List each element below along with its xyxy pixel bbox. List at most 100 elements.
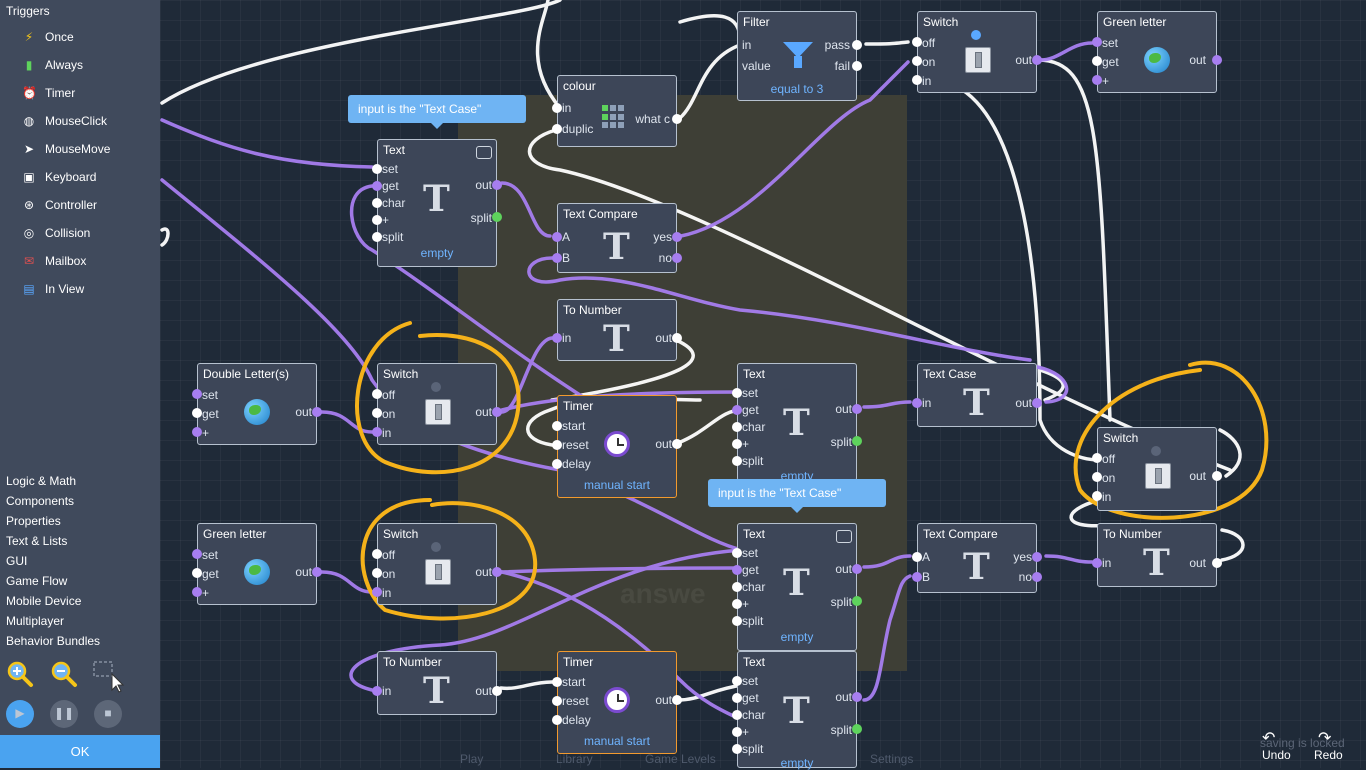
port-on[interactable] bbox=[372, 408, 382, 418]
to-number-node-right[interactable]: To Number in out T bbox=[1092, 523, 1222, 587]
library-tab[interactable]: Library bbox=[556, 752, 593, 766]
port-pass[interactable] bbox=[852, 40, 862, 50]
port-on[interactable] bbox=[912, 56, 922, 66]
port-plus[interactable] bbox=[192, 587, 202, 597]
port-split[interactable] bbox=[852, 436, 862, 446]
selection-tool-icon[interactable] bbox=[92, 660, 125, 693]
redo-button[interactable]: Redo bbox=[1314, 748, 1343, 762]
text-node-4[interactable]: Text set get char + split out split T em… bbox=[732, 651, 862, 770]
port-set[interactable] bbox=[192, 389, 202, 399]
port-set[interactable] bbox=[732, 548, 742, 558]
timer-mode[interactable]: manual start bbox=[583, 478, 651, 492]
port-get[interactable] bbox=[192, 568, 202, 578]
port-off[interactable] bbox=[1092, 453, 1102, 463]
port-a[interactable] bbox=[552, 232, 562, 242]
switch-node-1[interactable]: Switch off on in out bbox=[372, 363, 502, 445]
switch-node-top[interactable]: Switch off on in out bbox=[912, 11, 1042, 93]
text-compare-node-2[interactable]: Text Compare A B yes no T bbox=[912, 523, 1042, 593]
settings-tab[interactable]: Settings bbox=[870, 752, 914, 766]
filter-condition[interactable]: equal to 3 bbox=[770, 82, 824, 96]
port-yes[interactable] bbox=[672, 232, 682, 242]
port-plus[interactable] bbox=[1092, 75, 1102, 85]
switch-toggle-icon[interactable] bbox=[425, 399, 451, 425]
port-split[interactable] bbox=[492, 212, 502, 222]
trigger-controller[interactable]: ⊛Controller bbox=[22, 195, 97, 215]
port-plus[interactable] bbox=[732, 439, 742, 449]
play-tab[interactable]: Play bbox=[460, 752, 484, 766]
port-set[interactable] bbox=[192, 549, 202, 559]
port-out[interactable] bbox=[1032, 55, 1042, 65]
port-in[interactable] bbox=[372, 686, 382, 696]
switch-node-right[interactable]: Switch off on in out bbox=[1092, 427, 1222, 511]
text-compare-node-1[interactable]: Text Compare A B yes no T bbox=[552, 203, 682, 273]
port-out[interactable] bbox=[852, 404, 862, 414]
stop-button[interactable]: ■ bbox=[94, 700, 122, 728]
trigger-mousemove[interactable]: ➤MouseMove bbox=[22, 139, 110, 159]
port-off[interactable] bbox=[372, 389, 382, 399]
port-get[interactable] bbox=[192, 408, 202, 418]
category-behavior-bundles[interactable]: Behavior Bundles bbox=[6, 634, 101, 648]
port-char[interactable] bbox=[732, 582, 742, 592]
switch-node-2[interactable]: Switch off on in out bbox=[372, 523, 502, 605]
to-number-node-2[interactable]: To Number in out T bbox=[372, 651, 502, 715]
port-set[interactable] bbox=[732, 388, 742, 398]
text-node-3[interactable]: Text set get char + split out split T em… bbox=[732, 523, 862, 651]
port-on[interactable] bbox=[372, 568, 382, 578]
port-get[interactable] bbox=[372, 181, 382, 191]
text-node-1[interactable]: Text set get char + split out split T em… bbox=[372, 139, 502, 267]
port-split[interactable] bbox=[852, 596, 862, 606]
ok-button[interactable]: OK bbox=[0, 735, 160, 768]
green-letter-node-top[interactable]: Green letter set get + out bbox=[1092, 11, 1222, 93]
zoom-out-icon[interactable] bbox=[50, 660, 78, 688]
undo-icon[interactable]: ↶ bbox=[1262, 730, 1276, 747]
undo-button[interactable]: Undo bbox=[1262, 748, 1291, 762]
port-in[interactable] bbox=[372, 427, 382, 437]
timer-node-1[interactable]: Timer start reset delay out manual start bbox=[552, 395, 682, 498]
port-out[interactable] bbox=[1212, 471, 1222, 481]
port-out[interactable] bbox=[1212, 55, 1222, 65]
port-split[interactable] bbox=[852, 724, 862, 734]
port-out[interactable] bbox=[672, 333, 682, 343]
port-plus[interactable] bbox=[732, 599, 742, 609]
category-text-lists[interactable]: Text & Lists bbox=[6, 534, 68, 548]
port-split-in[interactable] bbox=[732, 456, 742, 466]
port-out[interactable] bbox=[492, 407, 502, 417]
port-a[interactable] bbox=[912, 552, 922, 562]
category-mobile-device[interactable]: Mobile Device bbox=[6, 594, 82, 608]
to-number-node-1[interactable]: To Number in out T bbox=[552, 299, 682, 361]
port-in[interactable] bbox=[552, 103, 562, 113]
port-split-in[interactable] bbox=[732, 744, 742, 754]
port-out[interactable] bbox=[312, 567, 322, 577]
filter-node[interactable]: Filter in value pass fail equal to 3 bbox=[737, 11, 862, 101]
category-gui[interactable]: GUI bbox=[6, 554, 28, 568]
trigger-keyboard[interactable]: ▣Keyboard bbox=[22, 167, 96, 187]
text-value[interactable]: empty bbox=[420, 246, 454, 260]
port-b[interactable] bbox=[552, 253, 562, 263]
port-reset[interactable] bbox=[552, 696, 562, 706]
port-no[interactable] bbox=[672, 253, 682, 263]
trigger-mailbox[interactable]: ✉Mailbox bbox=[22, 251, 86, 271]
switch-toggle-icon[interactable] bbox=[1145, 463, 1171, 489]
port-in[interactable] bbox=[1092, 558, 1102, 568]
comment-icon[interactable] bbox=[476, 146, 492, 159]
port-plus[interactable] bbox=[732, 727, 742, 737]
port-in[interactable] bbox=[372, 587, 382, 597]
port-delay[interactable] bbox=[552, 459, 562, 469]
trigger-timer[interactable]: ⏰Timer bbox=[22, 83, 75, 103]
port-split-in[interactable] bbox=[732, 616, 742, 626]
port-out[interactable] bbox=[492, 567, 502, 577]
comment-icon[interactable] bbox=[836, 530, 852, 543]
category-game-flow[interactable]: Game Flow bbox=[6, 574, 68, 588]
text-value[interactable]: empty bbox=[780, 630, 814, 644]
port-in[interactable] bbox=[1092, 491, 1102, 501]
colour-node[interactable]: colour in duplic what c bbox=[552, 75, 682, 147]
port-in[interactable] bbox=[912, 398, 922, 408]
category-multiplayer[interactable]: Multiplayer bbox=[6, 614, 65, 628]
port-out[interactable] bbox=[1212, 558, 1222, 568]
port-reset[interactable] bbox=[552, 440, 562, 450]
trigger-once[interactable]: ⚡Once bbox=[22, 27, 74, 47]
trigger-in-view[interactable]: ▤In View bbox=[22, 279, 84, 299]
port-char[interactable] bbox=[372, 198, 382, 208]
redo-icon[interactable]: ↷ bbox=[1318, 730, 1332, 747]
switch-toggle-icon[interactable] bbox=[965, 47, 991, 73]
